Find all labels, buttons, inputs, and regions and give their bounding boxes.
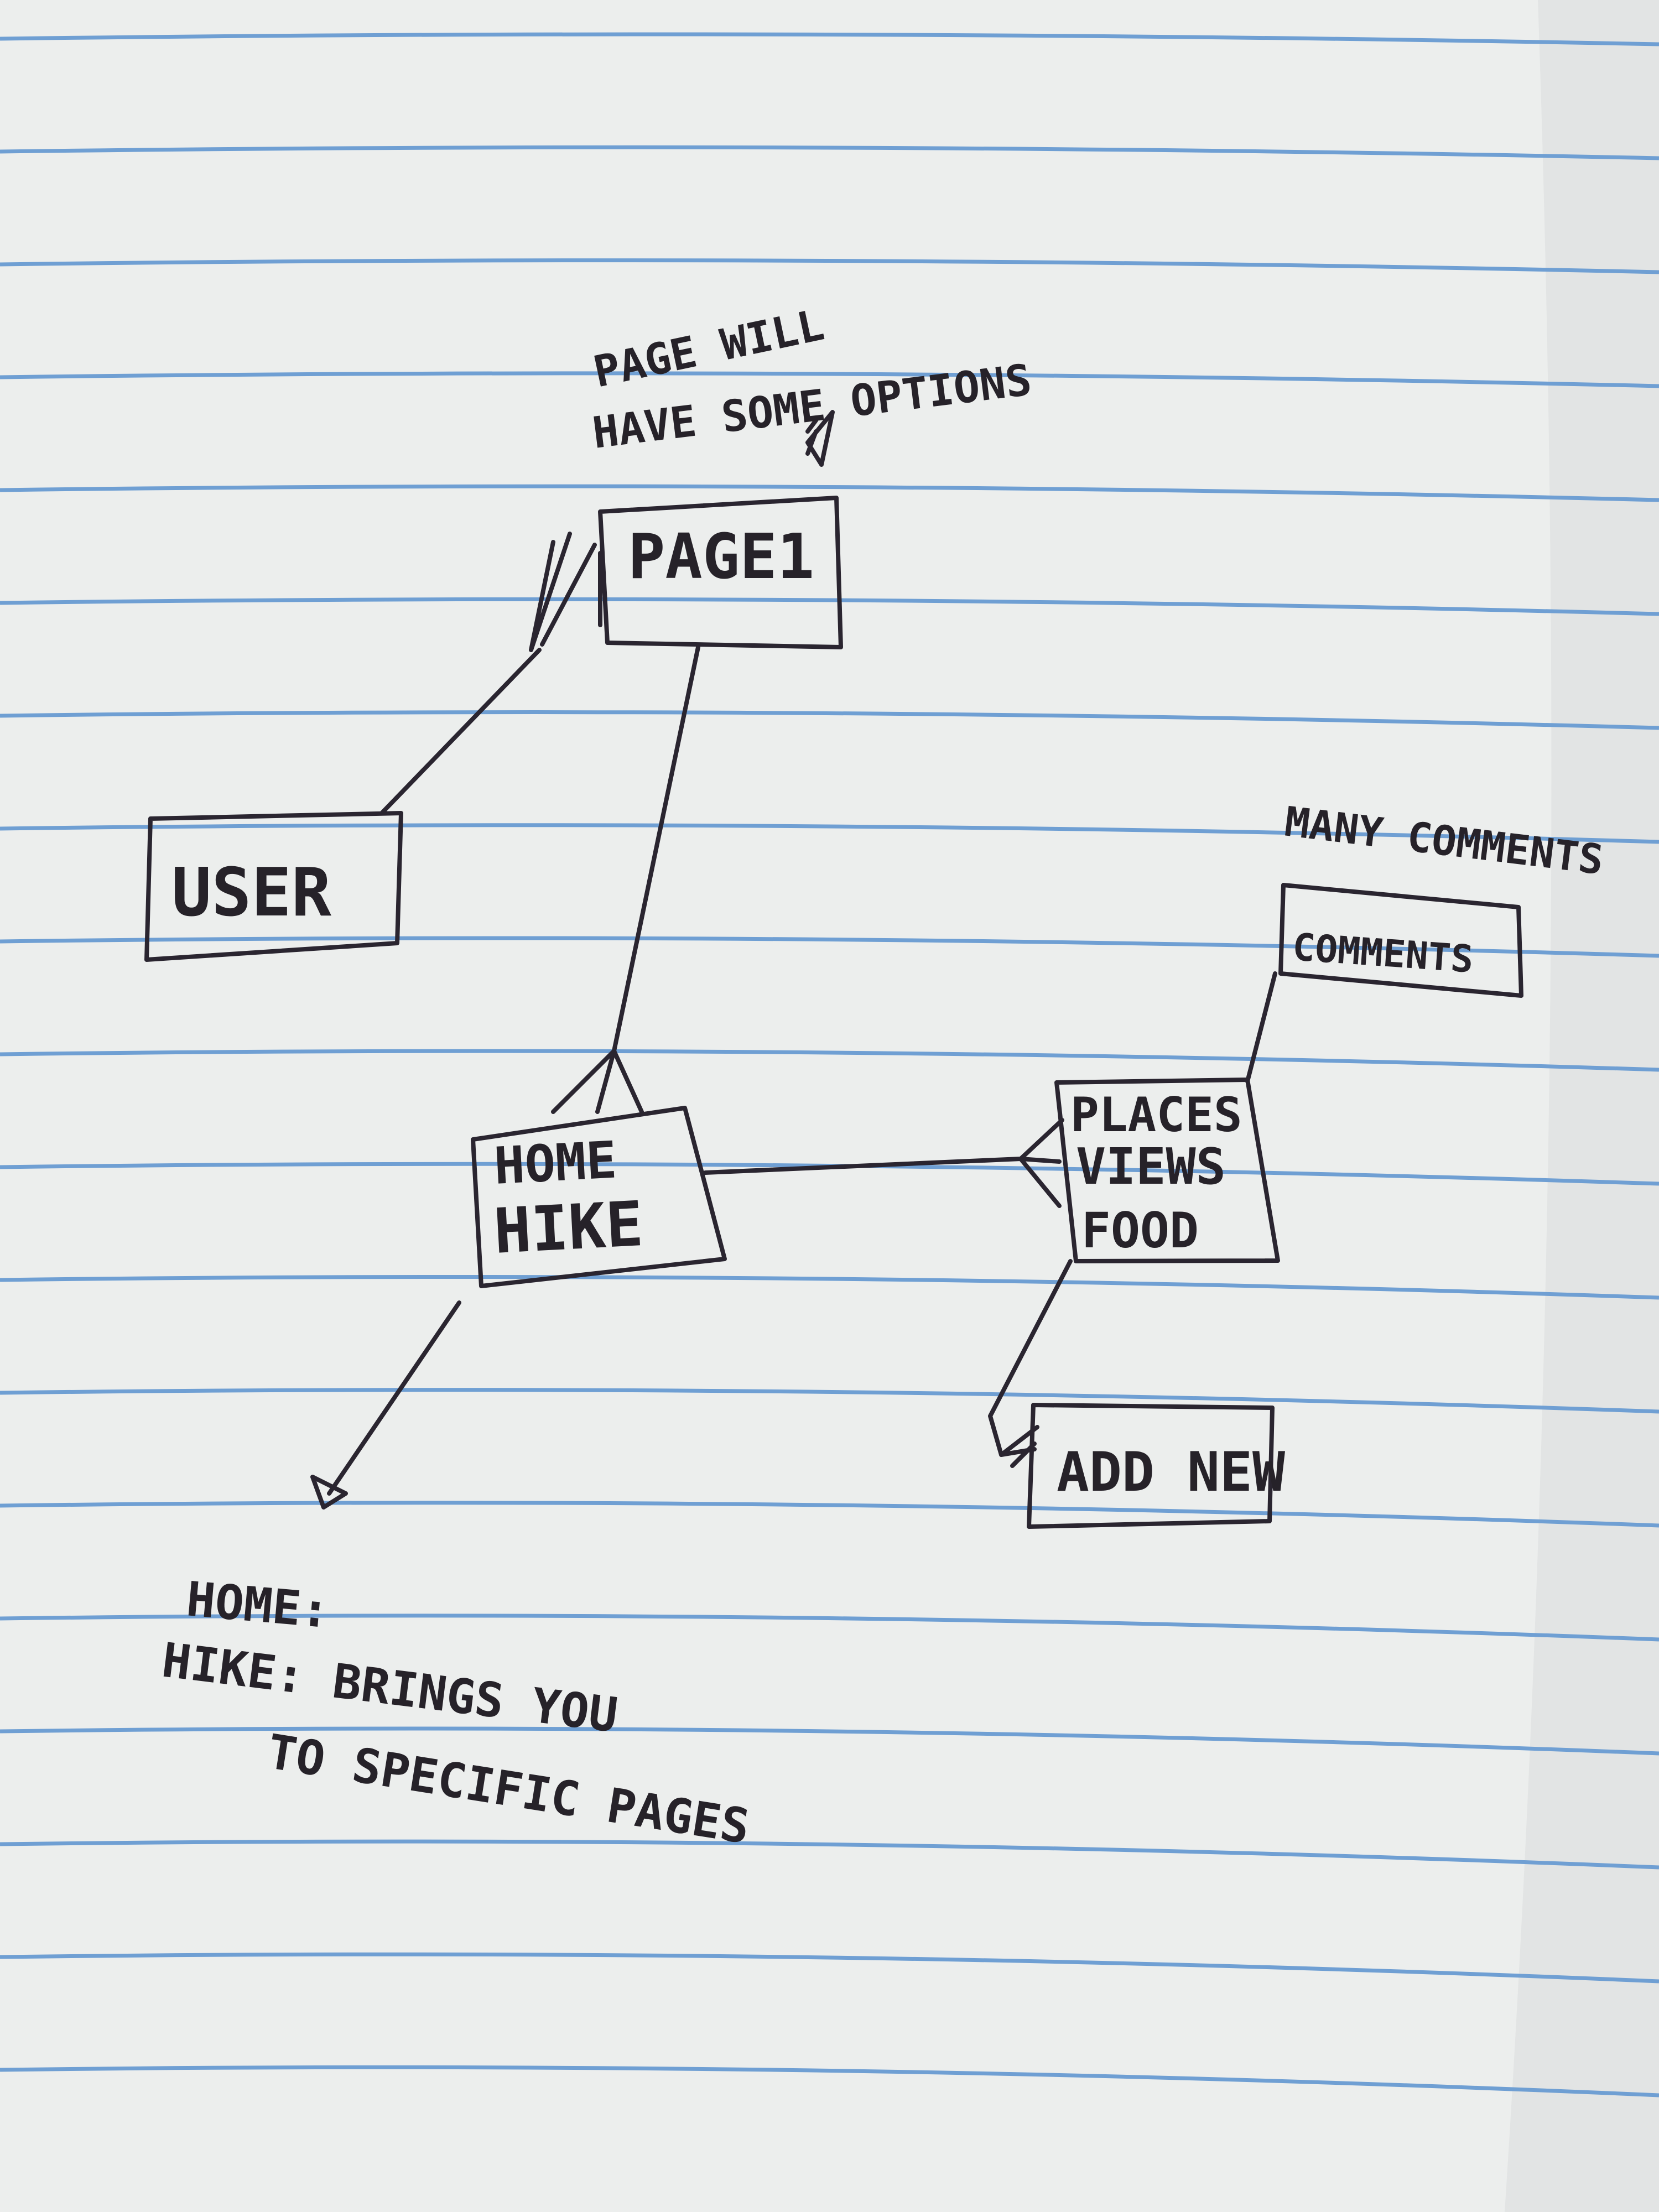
rule-line (0, 145, 1659, 160)
connector-user-page1 (379, 648, 542, 815)
rule-line (0, 936, 1659, 958)
rule-line (0, 1726, 1659, 1756)
rule-line (0, 258, 1659, 274)
rule-line (0, 371, 1659, 388)
rule-line (0, 1049, 1659, 1072)
rule-line (0, 1501, 1659, 1528)
arrow-hike-note (310, 1300, 461, 1510)
note-home-line1: HOME: (184, 1571, 332, 1639)
node-addnew-box[interactable] (1027, 1403, 1275, 1529)
ruled-lines (0, 32, 1659, 2098)
rule-line (0, 1388, 1659, 1414)
rule-line (0, 710, 1659, 730)
node-places-box[interactable] (1054, 1078, 1280, 1263)
connector-hike-places (703, 1157, 1023, 1175)
rule-line (0, 2065, 1659, 2098)
rule-line (0, 1952, 1659, 1984)
rule-line (0, 484, 1659, 502)
node-page1-label: PAGE1 (628, 521, 814, 593)
connector-page1-hike (612, 645, 700, 1053)
rule-line (0, 823, 1659, 844)
node-hike-label: HIKE (492, 1188, 645, 1268)
rule-line (0, 1614, 1659, 1642)
crowfoot-hike (551, 1049, 644, 1114)
node-user-box[interactable] (144, 811, 403, 962)
page-curl-shadow (1505, 0, 1659, 2212)
connectors (310, 410, 1277, 1510)
boxes (144, 496, 1523, 1529)
crowfoot-places (1018, 1118, 1064, 1208)
node-places-label: PLACES (1070, 1087, 1242, 1143)
node-user-label: USER (171, 855, 332, 931)
rule-line (0, 1274, 1659, 1300)
arrow-to-page1 (805, 410, 835, 467)
connector-places-addnew (988, 1259, 1073, 1457)
node-home-hike-box[interactable] (471, 1106, 727, 1288)
node-page1-box[interactable] (598, 496, 843, 649)
rule-line (0, 1839, 1659, 1870)
node-home-label: HOME (493, 1131, 618, 1196)
node-addnew-label: ADD NEW (1057, 1441, 1285, 1504)
node-views-label: VIEWS (1076, 1138, 1226, 1196)
node-food-label: FOOD (1081, 1202, 1199, 1259)
rule-line (0, 32, 1659, 46)
rule-line (0, 597, 1659, 616)
node-comments-box[interactable] (1278, 883, 1523, 998)
connector-places-comments (1245, 971, 1277, 1084)
crowfoot-page1 (529, 532, 602, 652)
